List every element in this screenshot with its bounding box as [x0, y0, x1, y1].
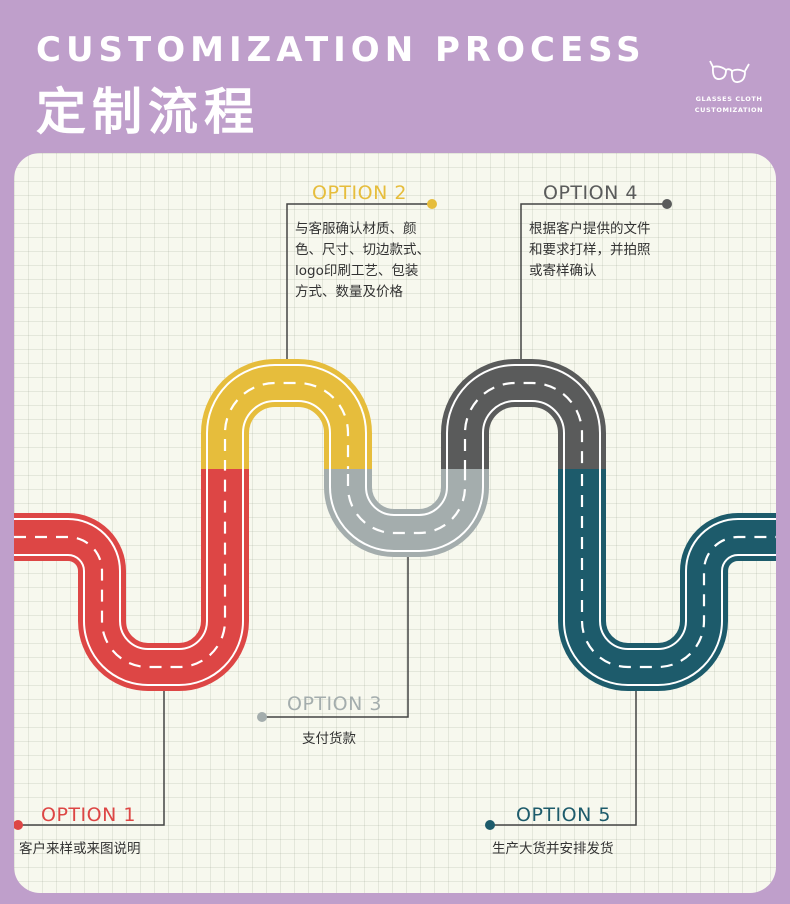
option-2-description: 与客服确认材质、颜 色、尺寸、切边款式、 logo印刷工艺、包装 方式、数量及价…: [295, 221, 430, 300]
option-3-label: OPTION 3: [287, 693, 382, 715]
road-segment-option-3: [324, 469, 489, 557]
brand-logo: GLASSES CLOTH CUSTOMIZATION: [688, 58, 770, 116]
dot-option-4: [662, 199, 672, 209]
dot-option-2: [427, 199, 437, 209]
option-5-label: OPTION 5: [516, 804, 611, 826]
road-segment-option-1: [14, 469, 249, 691]
road-segment-option-2: [201, 359, 372, 469]
option-3-description: 支付货款: [302, 731, 356, 747]
option-2-label: OPTION 2: [312, 182, 407, 204]
connector-option-5: [490, 683, 637, 826]
connector-option-3: [262, 550, 409, 718]
dot-option-3: [257, 712, 267, 722]
brand-line-2: CUSTOMIZATION: [694, 106, 764, 114]
connector-option-4: [520, 203, 667, 367]
header-title-zh: 定制流程: [36, 83, 260, 141]
glasses-icon: [709, 60, 750, 83]
option-4-label: OPTION 4: [543, 182, 638, 204]
dot-option-1: [14, 820, 23, 830]
process-panel: OPTION 2 与客服确认材质、颜 色、尺寸、切边款式、 logo印刷工艺、包…: [14, 153, 776, 893]
dot-option-5: [485, 820, 495, 830]
road-diagram: [14, 199, 776, 830]
option-5-description: 生产大货并安排发货: [492, 841, 614, 857]
road-segment-option-5: [558, 469, 776, 691]
header-title-en: CUSTOMIZATION PROCESS: [36, 30, 646, 70]
connector-option-1: [18, 683, 165, 826]
option-1-label: OPTION 1: [41, 804, 136, 826]
option-4-description: 根据客户提供的文件 和要求打样，并拍照 或寄样确认: [529, 221, 651, 279]
connector-option-2: [286, 203, 432, 367]
option-1-description: 客户来样或来图说明: [19, 841, 141, 857]
brand-line-1: GLASSES CLOTH: [695, 95, 763, 103]
road-segment-option-4: [441, 359, 606, 469]
